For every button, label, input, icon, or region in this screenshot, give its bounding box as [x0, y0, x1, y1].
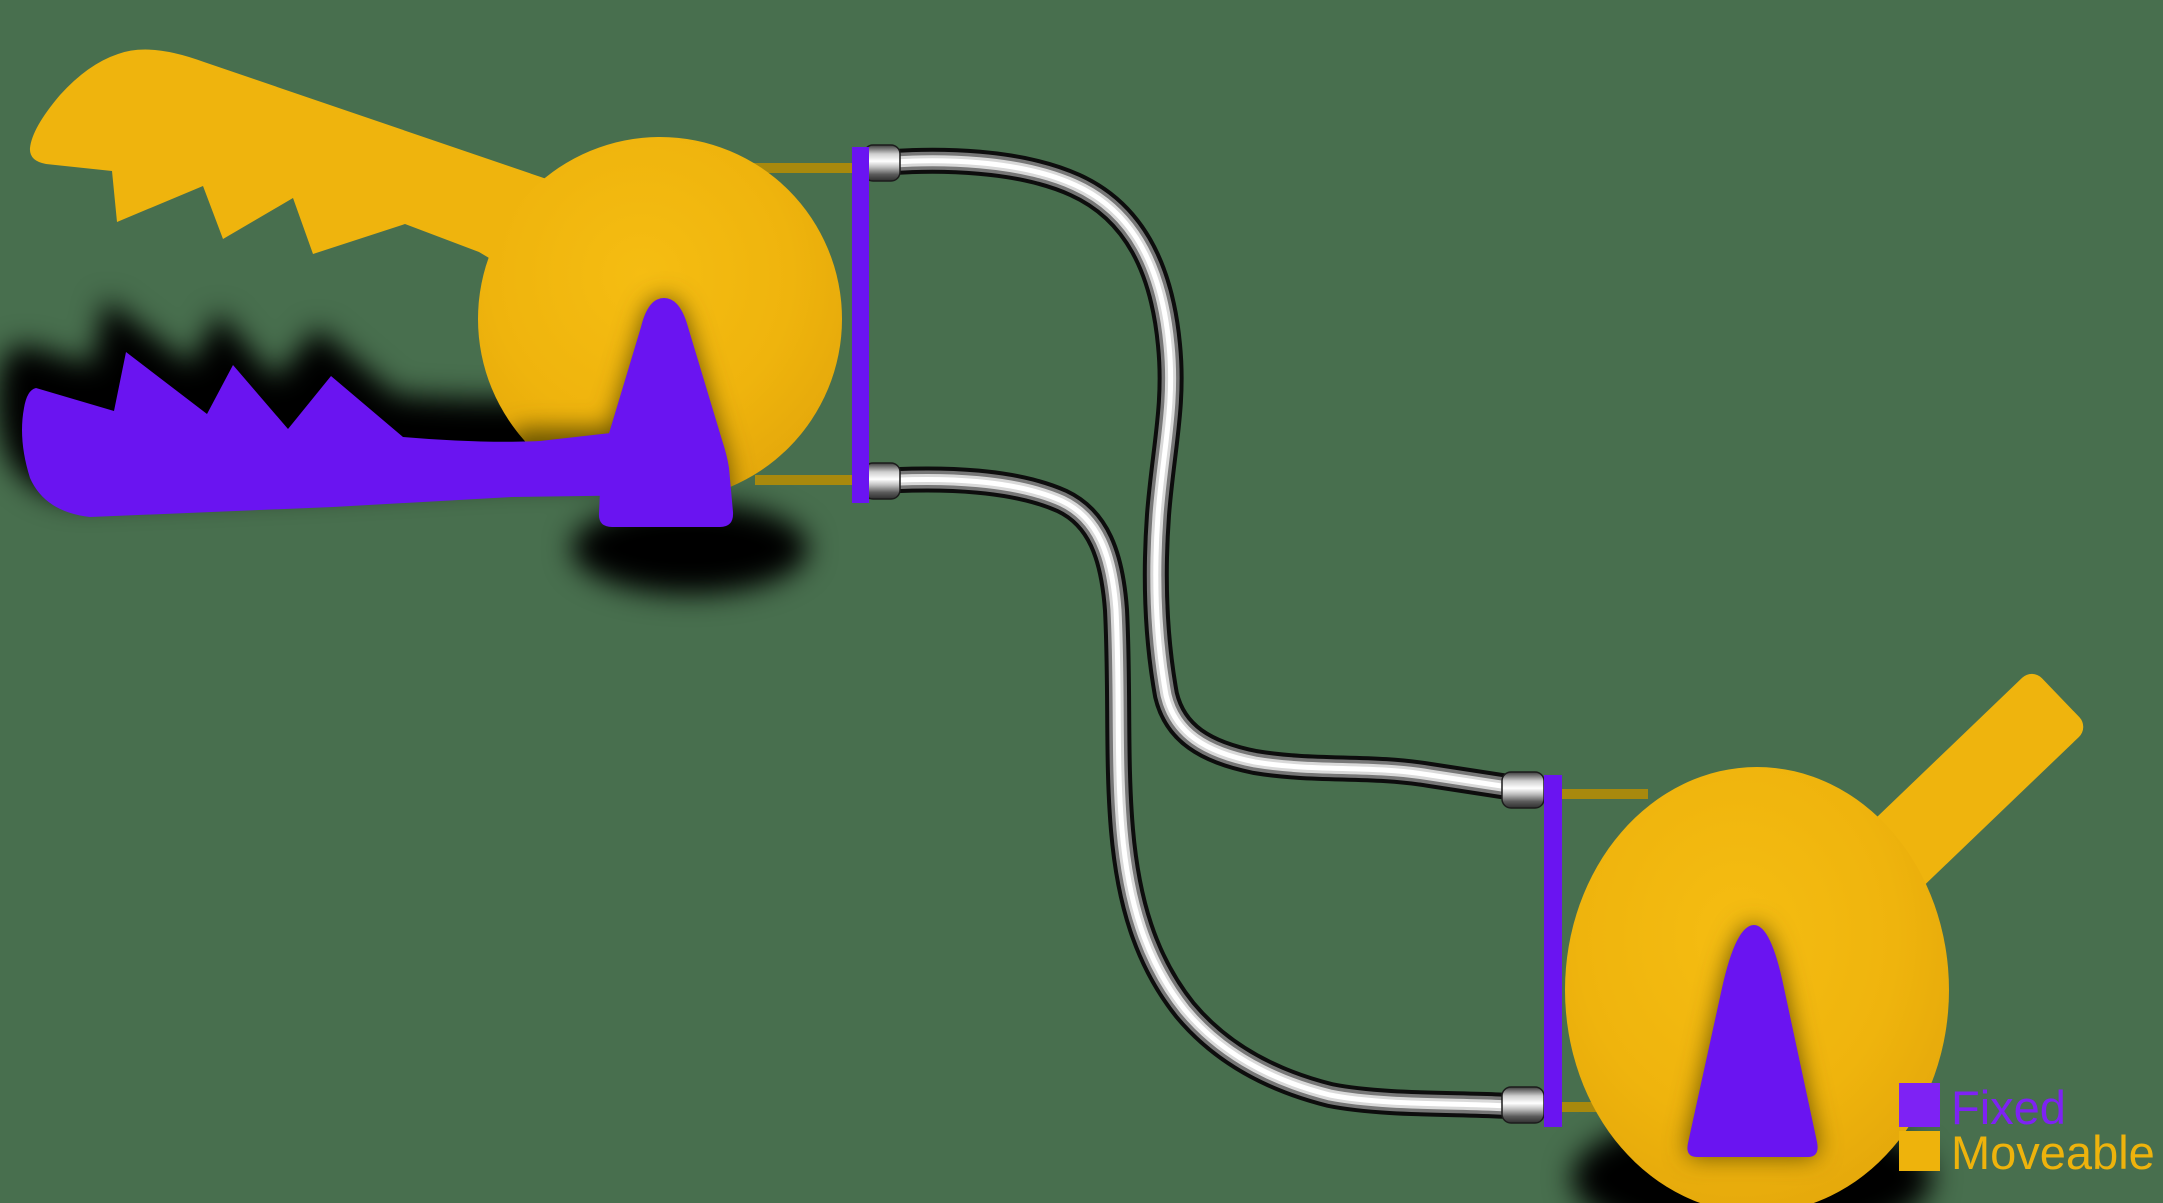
legend-swatch-moveable [1899, 1131, 1940, 1171]
legend: Fixed Moveable [1899, 1081, 2155, 1179]
left-terminal-bar [852, 147, 869, 503]
right-top-ferrule [1501, 771, 1545, 809]
wire-top-highlight [879, 158, 1535, 794]
left-clip [22, 49, 842, 527]
right-terminal-bar [1544, 775, 1562, 1127]
wire-bottom-highlight [879, 477, 1537, 1111]
legend-label-moveable: Moveable [1951, 1126, 2155, 1179]
wire-top [878, 147, 1537, 804]
legend-label-fixed: Fixed [1951, 1081, 2066, 1134]
left-top-ferrule [863, 144, 901, 182]
ferrules [863, 144, 1545, 1124]
right-clip [1565, 673, 2084, 1203]
right-bottom-ferrule [1501, 1086, 1545, 1124]
left-bottom-ferrule [863, 462, 901, 500]
legend-swatch-fixed [1899, 1083, 1940, 1127]
wire-bottom [879, 466, 1538, 1121]
